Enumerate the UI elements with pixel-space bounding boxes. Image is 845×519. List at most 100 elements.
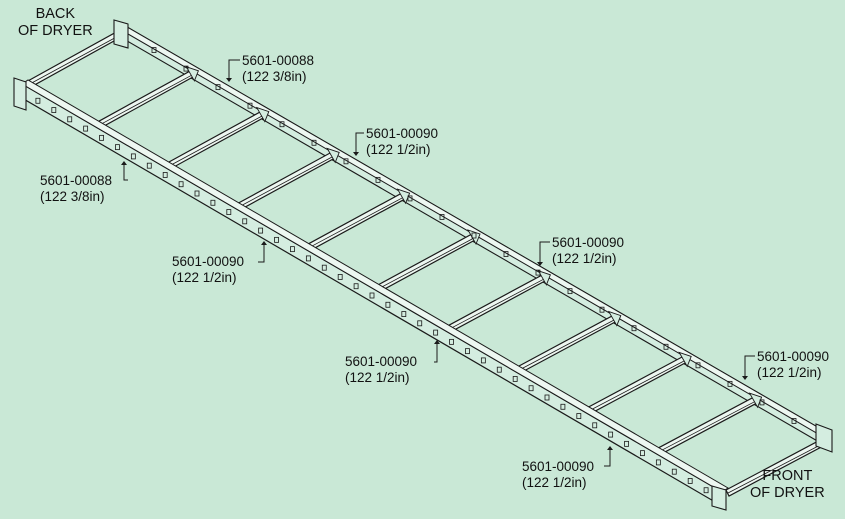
rail-hole — [640, 450, 645, 457]
front-of-dryer-label: FRONT OF DRYER — [750, 468, 825, 502]
callout-back-rail-lower: 5601-00088 (122 3/8in) — [40, 173, 112, 205]
rail-hole — [791, 418, 797, 424]
rail-hole — [759, 399, 765, 406]
cross-member-edge — [447, 278, 545, 331]
callout-leader-line — [539, 241, 550, 262]
callout-arrowhead — [434, 340, 440, 344]
back-end-plate — [13, 77, 27, 111]
rail-hole — [663, 343, 669, 350]
cross-member — [165, 110, 265, 171]
rail-hole — [35, 97, 41, 104]
rail-hole — [608, 431, 614, 438]
callout-length: (122 1/2in) — [552, 251, 617, 266]
cross-member-edge — [377, 237, 475, 290]
callout-rail-upper-3: 5601-00090 (122 1/2in) — [552, 235, 624, 267]
cross-member — [305, 192, 406, 253]
callout-rail-upper-2: 5601-00090 (122 1/2in) — [366, 126, 438, 158]
cross-member-edge — [167, 115, 263, 167]
rail-hole — [599, 306, 605, 313]
callout-part-number: 5601-00088 — [242, 53, 315, 68]
rail-hole — [67, 116, 73, 123]
rail-hole — [592, 422, 598, 429]
callout-front-rail-upper: 5601-00090 (122 1/2in) — [757, 349, 829, 381]
rail-hole — [503, 251, 509, 257]
cross-member-edge — [517, 319, 615, 371]
callout-arrowhead — [607, 446, 613, 450]
callout-length: (122 1/2in) — [172, 270, 237, 285]
rail-hole — [439, 214, 445, 220]
near-rail-flange — [21, 79, 729, 493]
rail-hole — [512, 376, 518, 382]
callout-length: (122 1/2in) — [757, 365, 822, 380]
rail-hole — [51, 107, 57, 113]
callout-leader-line — [123, 165, 128, 181]
callout-rail-lower-2: 5601-00090 (122 1/2in) — [172, 254, 244, 286]
back-of-dryer-line-2: OF DRYER — [18, 23, 93, 39]
rail-hole — [194, 190, 200, 197]
cross-member-edge — [237, 156, 334, 208]
rail-hole — [369, 292, 375, 299]
cross-member — [585, 355, 687, 416]
rail-hole — [401, 311, 407, 317]
callout-leader-line — [355, 132, 364, 152]
rail-hole — [624, 440, 629, 447]
callout-back-rail-upper: 5601-00088 (122 3/8in) — [242, 53, 314, 85]
cross-member-edge — [27, 33, 123, 86]
rail-hole — [528, 385, 534, 392]
callout-front-rail-lower: 5601-00090 (122 1/2in) — [522, 459, 594, 491]
rail-hole — [215, 84, 221, 91]
gusset-plate — [255, 106, 270, 123]
back-end-plate — [113, 19, 129, 49]
gusset-plate — [185, 66, 199, 82]
callout-leader-line — [434, 344, 438, 363]
callout-part-number: 5601-00090 — [172, 254, 245, 269]
callout-part-number: 5601-00090 — [345, 354, 418, 369]
cross-member-edge — [657, 400, 756, 453]
rail-hole — [279, 121, 285, 128]
rail-hole — [433, 329, 439, 336]
callout-part-number: 5601-00090 — [522, 459, 595, 474]
rail-hole — [210, 199, 216, 206]
rail-hole — [183, 65, 189, 72]
rail-hole — [290, 246, 295, 253]
callout-arrowhead — [537, 262, 543, 266]
rail-hole — [162, 172, 168, 178]
rail-hole — [151, 47, 157, 53]
callout-length: (122 1/2in) — [366, 142, 431, 157]
rail-hole — [567, 288, 573, 295]
callout-leaders — [121, 59, 755, 467]
rail-hole — [655, 459, 661, 466]
rail-hole — [695, 362, 701, 369]
callout-arrowhead — [121, 161, 127, 165]
cross-member-edge — [587, 360, 686, 412]
rail-hole — [353, 283, 359, 290]
rail-hole — [576, 413, 582, 419]
rail-hole — [560, 403, 566, 410]
rail-hole — [480, 357, 486, 364]
rail-hole — [687, 478, 693, 484]
cross-member-edge — [307, 196, 404, 249]
rail-hole — [226, 209, 232, 215]
rail-hole — [407, 195, 413, 202]
rail-hole — [727, 380, 733, 387]
cross-member-edge — [727, 441, 827, 494]
callout-part-number: 5601-00088 — [40, 173, 113, 188]
rail-hole — [242, 218, 248, 225]
rail-hole — [146, 162, 152, 169]
callout-arrowhead — [353, 152, 359, 156]
rail-hole — [417, 320, 423, 327]
rail-hole — [465, 348, 470, 355]
ladder-frame — [13, 19, 833, 511]
front-end-plate — [815, 423, 833, 453]
rail-hole — [305, 255, 311, 262]
rail-hole — [321, 264, 327, 271]
cross-member-edge — [97, 74, 193, 127]
rail-hole — [258, 227, 264, 234]
rail-hole — [496, 366, 502, 373]
cross-member — [655, 396, 758, 457]
gusset-plate — [607, 310, 622, 327]
callout-leader-line — [744, 355, 755, 376]
front-of-dryer-line-1: FRONT — [762, 468, 813, 484]
